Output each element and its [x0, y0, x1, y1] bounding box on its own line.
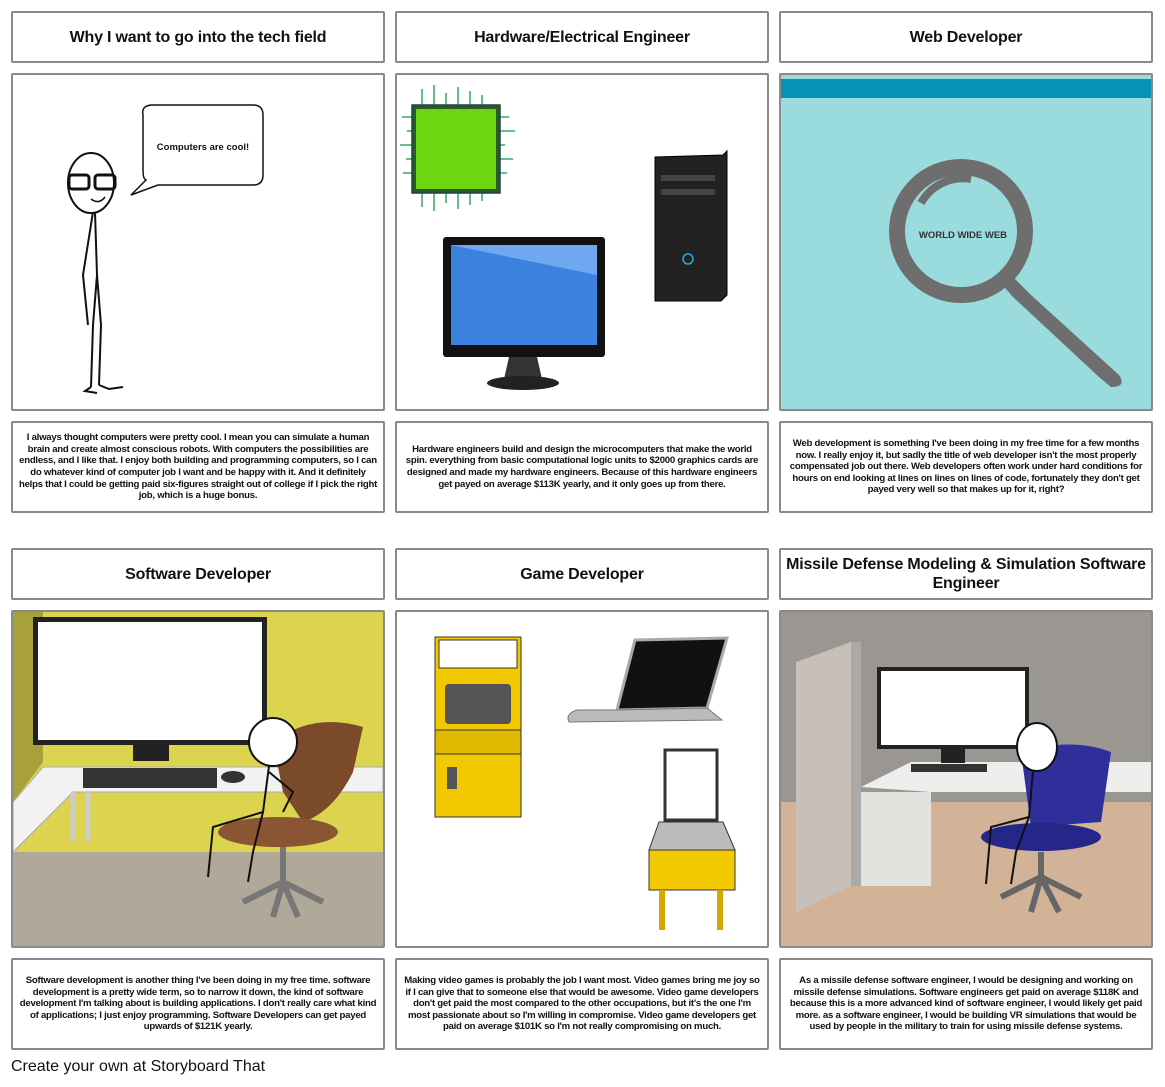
monitor-icon: [877, 667, 1029, 772]
panel-2-description: Hardware engineers build and design the …: [395, 421, 769, 513]
microchip-icon: [400, 85, 515, 211]
keyboard-icon: [83, 768, 217, 788]
panel-1-scene: Computers are cool!: [11, 73, 385, 411]
panel-3-description: Web development is something I've been d…: [779, 421, 1153, 513]
panel-4-description: Software development is another thing I'…: [11, 958, 385, 1050]
storyboard-that-footer-link[interactable]: Create your own at Storyboard That: [11, 1058, 266, 1075]
monitor-icon: [33, 617, 267, 761]
panel-2-title: Hardware/Electrical Engineer: [395, 11, 769, 63]
panel-5-description: Making video games is probably the job I…: [395, 958, 769, 1050]
arcade-cabinet-icon: [434, 636, 522, 818]
head-icon: [67, 152, 115, 214]
laptop-icon: [567, 636, 730, 723]
panel-5-title: Game Developer: [395, 548, 769, 600]
panel-4-scene: [11, 610, 385, 948]
monitor-icon: [443, 237, 605, 390]
panel-5-scene: [395, 610, 769, 948]
magnifying-glass-icon: [889, 159, 1122, 387]
panel-4-title: Software Developer: [11, 548, 385, 600]
panel-1-title: Why I want to go into the tech field: [11, 11, 385, 63]
computer-tower-icon: [654, 149, 728, 302]
pinball-machine-icon: [648, 748, 736, 930]
panel-2-scene: [395, 73, 769, 411]
speech-bubble: [130, 104, 264, 196]
panel-6-title: Missile Defense Modeling & Simulation So…: [779, 548, 1153, 600]
panel-3-title: Web Developer: [779, 11, 1153, 63]
stick-figure: [985, 722, 1058, 885]
speech-text: Computers are cool!: [157, 142, 249, 153]
panel-6-scene: [779, 610, 1153, 948]
panel-3-scene: WORLD WIDE WEB: [779, 73, 1153, 411]
panel-6-description: As a missile defense software engineer, …: [779, 958, 1153, 1050]
stick-figure: [207, 717, 298, 883]
panel-1-description: I always thought computers were pretty c…: [11, 421, 385, 513]
stick-figure-scene: Computers are cool!: [67, 104, 264, 394]
magnifier-label: WORLD WIDE WEB: [919, 230, 1007, 241]
